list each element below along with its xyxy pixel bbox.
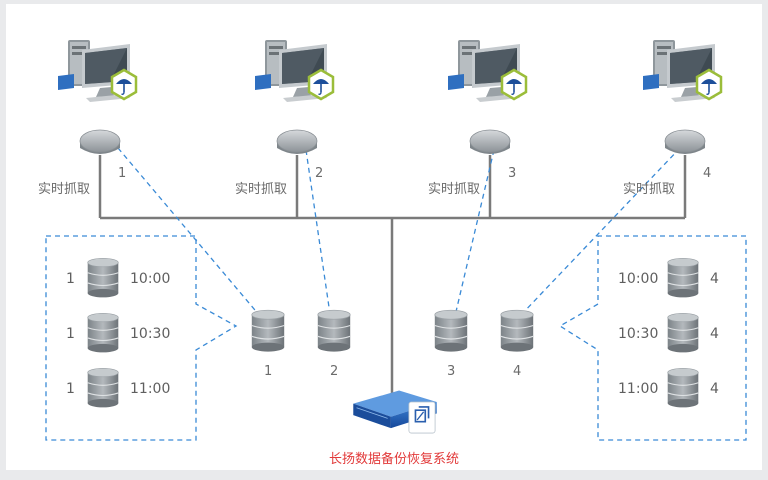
snapshot-id: 1 [66,381,75,397]
snapshot-id: 4 [710,326,719,342]
backup-label: 4 [513,364,521,379]
backup-disk-group: 1 2 3 4 [251,309,534,379]
backup-recovery-appliance: 长扬数据备份恢复系统 [329,389,459,467]
snapshot-time: 10:30 [618,326,658,342]
snapshot-row: 10:30 4 [618,312,719,354]
client-number: 3 [508,166,516,181]
disk-stack-icon [87,257,119,299]
left-snapshot-callout: 1 10:00 1 10:30 1 11:00 [45,235,238,441]
client-number: 1 [118,166,126,181]
snapshot-time: 10:00 [618,271,658,287]
disk-stack-icon [434,309,468,352]
snapshot-row: 1 10:30 [66,312,170,354]
client-1: 实时抓取 1 [38,38,138,197]
capture-label: 实时抓取 [235,182,287,197]
backup-disk-2: 2 [317,309,351,379]
snapshot-row: 1 10:00 [66,257,170,299]
backup-disk-3: 3 [434,309,468,379]
disk-stack-icon [667,367,699,409]
disk-stack-icon [667,312,699,354]
snapshot-time: 10:30 [130,326,170,342]
snapshot-id: 1 [66,271,75,287]
capture-label: 实时抓取 [38,182,90,197]
snapshot-id: 4 [710,381,719,397]
disk-stack-icon [251,309,285,352]
snapshot-row: 10:00 4 [618,257,719,299]
backup-label: 2 [330,364,338,379]
backup-label: 3 [447,364,455,379]
client-number: 4 [703,166,711,181]
client-group: 实时抓取 1 实时抓取 2 实时抓取 3 实时抓取 4 [38,38,723,197]
disk-stack-icon [317,309,351,352]
snapshot-time: 11:00 [130,381,170,397]
client-2: 实时抓取 2 [235,38,335,197]
snapshot-row: 11:00 4 [618,367,719,409]
capture-flow-line [117,147,261,317]
capture-disc-icon [469,129,511,155]
backup-disk-1: 1 [251,309,285,379]
capture-disc-icon [664,129,706,155]
capture-label: 实时抓取 [428,182,480,197]
backup-disk-4: 4 [500,309,534,379]
client-4: 实时抓取 4 [623,38,723,197]
client-3: 实时抓取 3 [428,38,528,197]
disk-stack-icon [500,309,534,352]
snapshot-id: 1 [66,326,75,342]
capture-disc-icon [79,129,121,155]
disk-stack-icon [87,367,119,409]
snapshot-id: 4 [710,271,719,287]
capture-flow-line [519,147,681,317]
backup-label: 1 [264,364,272,379]
system-title: 长扬数据备份恢复系统 [329,451,459,467]
snapshot-row: 1 11:00 [66,367,170,409]
disk-stack-icon [87,312,119,354]
capture-label: 实时抓取 [623,182,675,197]
disk-stack-icon [667,257,699,299]
capture-flow-lines [117,147,681,317]
client-number: 2 [315,166,323,181]
capture-disc-icon [276,129,318,155]
snapshot-time: 11:00 [618,381,658,397]
snapshot-time: 10:00 [130,271,170,287]
capture-flow-line [454,149,495,317]
network-bus [98,155,687,400]
right-snapshot-callout: 10:00 4 10:30 4 11:00 4 [558,235,747,441]
capture-flow-line [305,149,331,315]
